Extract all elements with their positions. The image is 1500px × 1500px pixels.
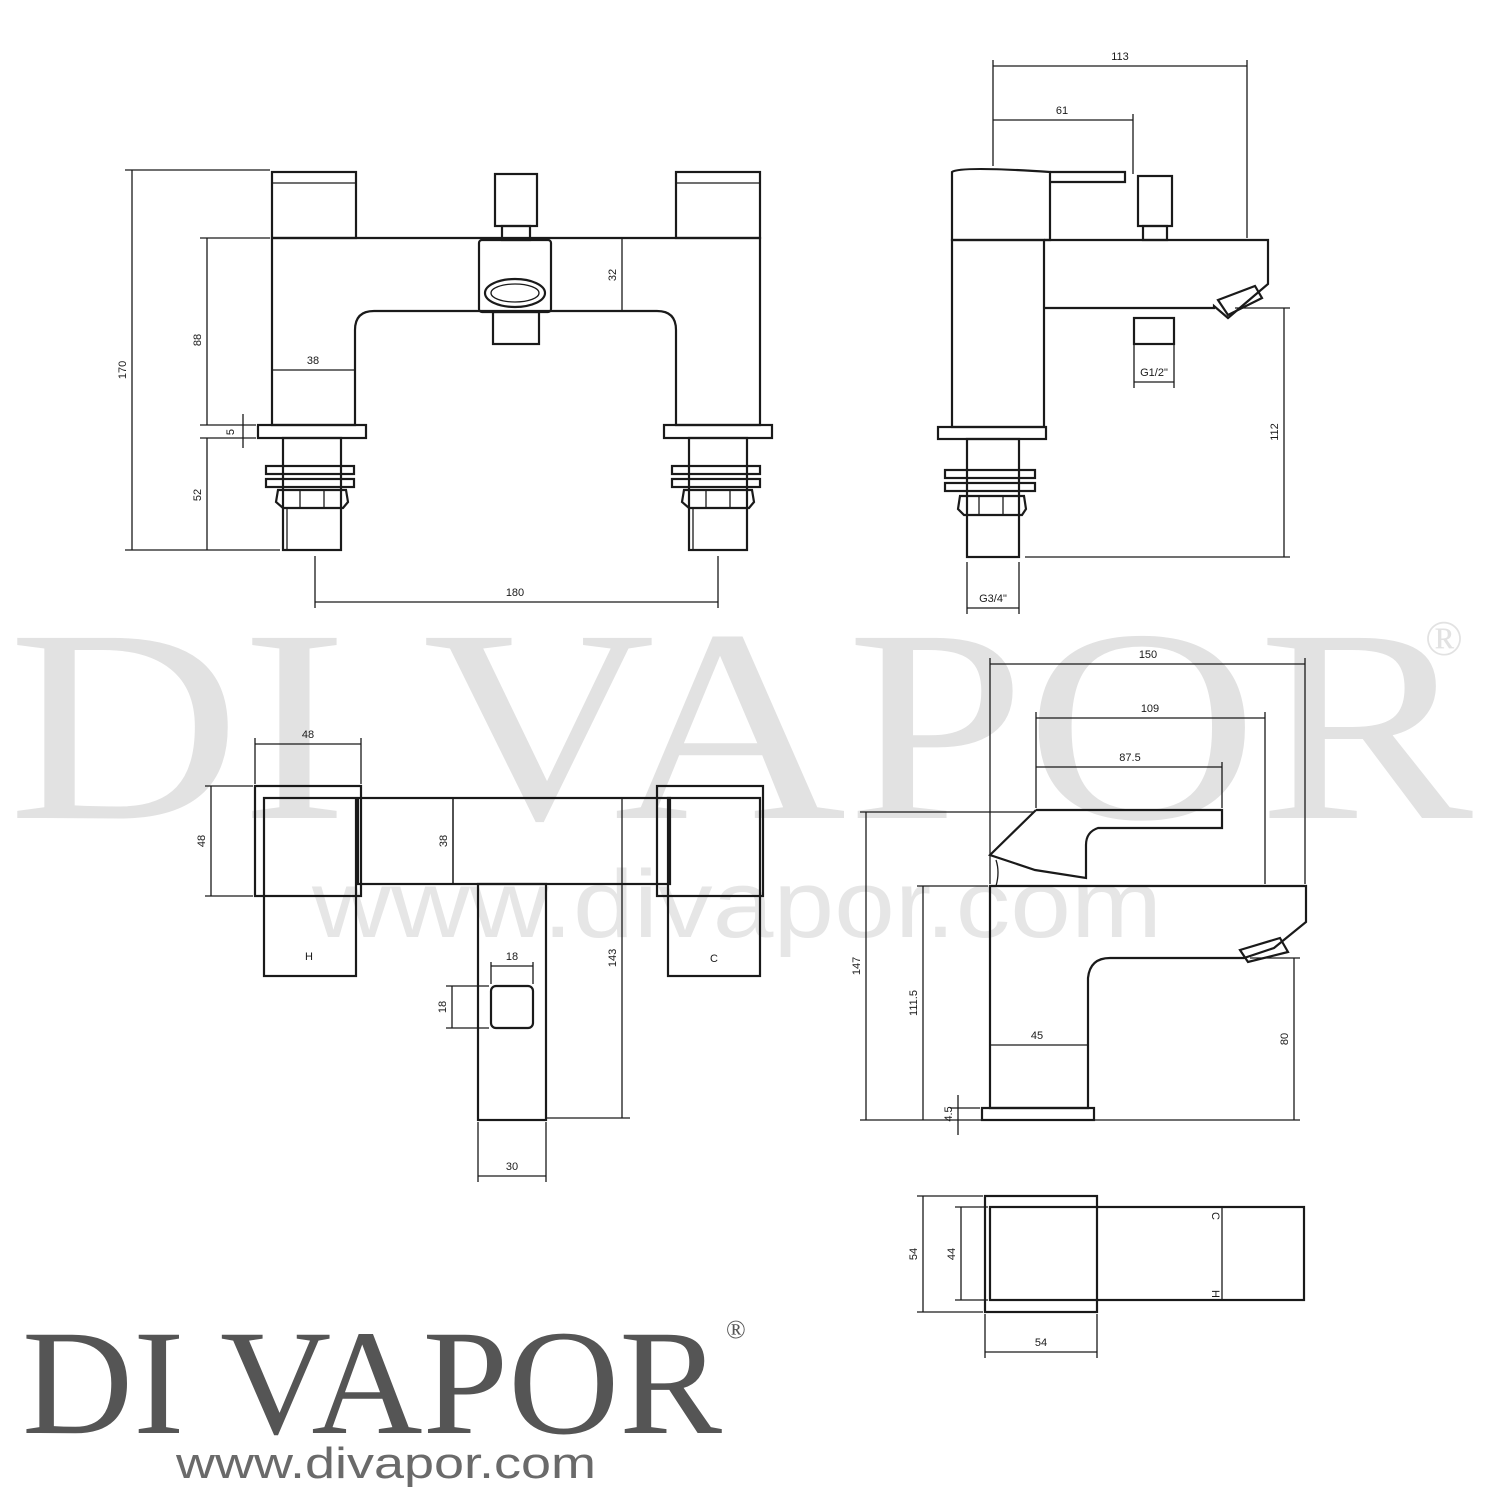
- side-foot: [936, 425, 1048, 559]
- front-diverter-knob: [493, 172, 539, 228]
- dim-front-body-height: 88: [192, 334, 204, 346]
- dim-front-height-total: 170: [117, 361, 129, 379]
- front-left-handle: [270, 170, 358, 240]
- dim-front-leg-width: 38: [307, 355, 319, 367]
- top-right-handle: [655, 784, 765, 978]
- logo-text: DI VAPOR: [22, 1300, 722, 1466]
- dim-basin-handle-top: 87.5: [1119, 752, 1140, 764]
- dim-basin-leg-width: 45: [1031, 1030, 1043, 1042]
- side-dimensions: [966, 60, 1290, 614]
- label-hot: H: [305, 951, 313, 963]
- top-view: H C 48 48 38 143 18 18 30: [196, 729, 765, 1182]
- dim-top-handle-width: 48: [302, 729, 314, 741]
- dim-top-knob-height: 18: [437, 1001, 449, 1013]
- label-cold: C: [710, 953, 718, 965]
- dim-front-shank: 52: [192, 489, 204, 501]
- dim-front-plate: 5: [225, 429, 237, 435]
- basin-side-dimensions: [860, 658, 1306, 1135]
- front-view: 170 88 5 52 32 38 180: [117, 169, 774, 608]
- side-diverter-knob: [1136, 174, 1174, 228]
- top-left-handle: [253, 784, 363, 978]
- dim-basin-depth-total: 150: [1139, 649, 1157, 661]
- dim-basin-height-total: 147: [851, 957, 863, 975]
- dim-side-diverter-thread: G1/2": [1140, 367, 1168, 379]
- dim-basin-body-height: 111.5: [908, 990, 920, 1016]
- dim-top-length: 143: [607, 949, 619, 967]
- top-dimensions: [205, 738, 630, 1182]
- basin-top-label-hot: H: [1209, 1290, 1221, 1298]
- watermark-brand: DI VAPOR: [8, 574, 1475, 878]
- dim-side-depth-total: 113: [1111, 51, 1129, 63]
- dim-side-inlet-thread: G3/4": [979, 593, 1007, 605]
- dim-side-handle-depth: 61: [1056, 105, 1068, 117]
- dim-top-handle-depth: 48: [196, 835, 208, 847]
- basin-top-view: C H 54 44 54: [908, 1194, 1306, 1358]
- front-right-handle: [674, 170, 762, 240]
- front-shower-outlet: [491, 310, 541, 346]
- dim-basin-top-handle-length: 54: [1035, 1337, 1047, 1349]
- dim-basin-top-inner-width: 44: [946, 1248, 958, 1260]
- front-dimensions: [125, 169, 719, 608]
- side-handle: [950, 167, 1052, 242]
- basin-body: [988, 884, 1308, 1110]
- basin-side-view: 150 109 87.5 147 111.5 80 45 4.5: [851, 649, 1308, 1135]
- basin-top-handle: [983, 1194, 1099, 1314]
- logo-registered-mark: ®: [726, 1315, 746, 1344]
- basin-top-dimensions: [917, 1195, 1098, 1358]
- side-view: 113 61 G1/2" 112 G3/4": [936, 51, 1290, 614]
- dim-top-knob-width: 18: [506, 951, 518, 963]
- dim-basin-spout-height: 80: [1279, 1033, 1291, 1045]
- basin-handle: [987, 808, 1224, 880]
- logo-website: www.divapor.com: [175, 1439, 596, 1488]
- dim-basin-top-outer-width: 54: [908, 1248, 920, 1260]
- front-right-foot: [662, 423, 774, 552]
- side-spout: [1044, 238, 1270, 320]
- basin-top-label-cold: C: [1209, 1212, 1221, 1220]
- dim-top-spout-width: 30: [506, 1161, 518, 1173]
- dim-basin-base: 4.5: [943, 1106, 955, 1121]
- watermark-url: www.divapor.com: [311, 851, 1162, 958]
- dim-top-body-depth: 38: [438, 835, 450, 847]
- front-body: [270, 236, 762, 427]
- watermark: DI VAPOR ® www.divapor.com: [8, 574, 1475, 958]
- top-spout: [476, 882, 548, 1122]
- dim-side-spout-height: 112: [1269, 423, 1281, 441]
- watermark-registered-mark: ®: [1425, 610, 1463, 666]
- side-body: [950, 238, 1046, 429]
- brand-logo: DI VAPOR ® www.divapor.com: [22, 1300, 746, 1488]
- dim-front-outlet-gap: 32: [607, 269, 619, 281]
- basin-base: [980, 1106, 1096, 1122]
- basin-top-body: [988, 1205, 1306, 1302]
- front-left-foot: [256, 423, 368, 552]
- top-diverter-knob: [489, 984, 535, 1030]
- dim-front-centres: 180: [506, 587, 524, 599]
- dim-basin-handle-depth: 109: [1141, 703, 1159, 715]
- side-diverter-outlet: [1132, 316, 1176, 346]
